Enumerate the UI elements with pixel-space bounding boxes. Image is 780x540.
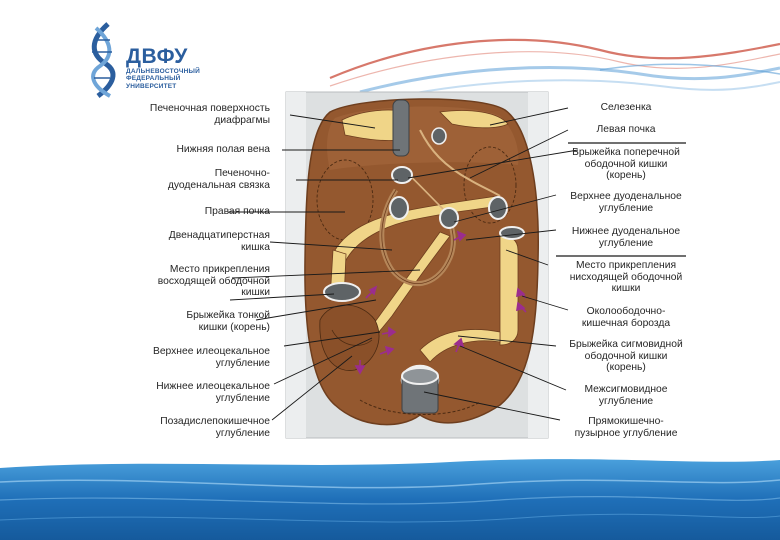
label-line: Верхнее дуоденальное bbox=[570, 191, 682, 202]
label-superior-ileocecal-recess: Верхнее илеоцекальное углубление bbox=[130, 346, 270, 369]
label-line: Межсигмовидное bbox=[584, 384, 668, 395]
label-line: Брыжейка тонкой bbox=[186, 310, 270, 321]
sigmoid-mesocolon-root bbox=[419, 329, 501, 363]
label-line: Левая почка bbox=[596, 124, 656, 135]
label-inferior-vena-cava: Нижняя полая вена bbox=[130, 144, 270, 156]
descending-colon-attachment bbox=[497, 235, 519, 346]
logo-title: ДВФУ bbox=[126, 45, 188, 68]
label-paracolic-gutter: Околоободочно- кишечная борозда bbox=[556, 306, 696, 329]
label-retrocecal-recess: Позадислепокишечное углубление bbox=[130, 416, 270, 439]
label-line: Правая почка bbox=[204, 206, 270, 217]
label-line: дуоденальная связка bbox=[167, 179, 270, 191]
label-line: Печеночно- bbox=[214, 168, 270, 179]
label-right-kidney: Правая почка bbox=[130, 206, 270, 218]
label-sigmoid-mesocolon: Брыжейка сигмовидной ободочной кишки (ко… bbox=[556, 339, 696, 374]
label-line: углубление bbox=[215, 392, 270, 404]
label-liver-diaphragm-surface: Печеночная поверхность диафрагмы bbox=[130, 103, 270, 126]
label-line: кишечная борозда bbox=[581, 317, 671, 329]
label-line: углубление bbox=[598, 237, 654, 249]
label-inferior-duodenal-recess: Нижнее дуоденальное углубление bbox=[556, 226, 696, 249]
top-wave-lines bbox=[329, 38, 780, 101]
label-line: нисходящей ободочной bbox=[569, 271, 683, 283]
label-line: Нижнее дуоденальное bbox=[571, 226, 681, 237]
label-transverse-mesocolon: Брыжейка поперечной ободочной кишки (кор… bbox=[556, 147, 696, 182]
label-small-intestine-mesentery: Брыжейка тонкой кишки (корень) bbox=[130, 310, 270, 333]
label-line: Печеночная поверхность bbox=[149, 103, 270, 114]
label-duodenum: Двенадцатиперстная кишка bbox=[130, 230, 270, 253]
label-inferior-ileocecal-recess: Нижнее илеоцекальное углубление bbox=[130, 381, 270, 404]
label-line: ободочной кишки bbox=[584, 350, 668, 362]
leader-lines-left bbox=[228, 114, 421, 421]
logo-subtitle-3: УНИВЕРСИТЕТ bbox=[126, 82, 177, 90]
university-logo: ДВФУ ДАЛЬНЕВОСТОЧНЫЙ ФЕДЕРАЛЬНЫЙ УНИВЕРС… bbox=[126, 46, 200, 90]
label-line: кишки (корень) bbox=[198, 321, 270, 333]
university-logo-mark bbox=[91, 22, 116, 98]
label-line: (корень) bbox=[606, 170, 646, 181]
right-kidney-outline bbox=[316, 159, 374, 241]
label-line: Селезенка bbox=[600, 102, 652, 113]
label-line: Место прикрепления bbox=[575, 260, 677, 271]
leader-lines-right bbox=[407, 107, 579, 421]
label-line: пузырное углубление bbox=[574, 427, 678, 439]
label-line: Верхнее илеоцекальное bbox=[152, 346, 270, 357]
label-line: ободочной кишки bbox=[584, 158, 668, 170]
label-line: кишки bbox=[241, 287, 270, 298]
label-line: углубление bbox=[598, 395, 654, 407]
label-line: восходящей ободочной bbox=[157, 275, 270, 287]
label-intersigmoid-recess: Межсигмовидное углубление bbox=[556, 384, 696, 407]
label-line: Прямокишечно- bbox=[588, 416, 664, 427]
label-line: углубление bbox=[215, 357, 270, 369]
spleen-area bbox=[439, 110, 509, 129]
label-line: Нижняя полая вена bbox=[176, 144, 270, 155]
left-kidney-outline bbox=[463, 146, 517, 224]
label-line: кишка bbox=[241, 241, 270, 253]
label-line: Брыжейка сигмовидной bbox=[569, 339, 683, 350]
label-line: углубление bbox=[598, 202, 654, 214]
label-descending-colon-attachment: Место прикрепления нисходящей ободочной … bbox=[556, 260, 696, 295]
label-line: диафрагмы bbox=[214, 114, 270, 126]
label-line: (корень) bbox=[606, 362, 646, 373]
logo-subtitle-2: ФЕДЕРАЛЬНЫЙ bbox=[126, 75, 181, 83]
recess-arrows bbox=[354, 230, 527, 375]
label-line: Нижнее илеоцекальное bbox=[156, 381, 270, 392]
inferior-vena-cava bbox=[392, 99, 410, 157]
right-label-rules bbox=[556, 142, 686, 257]
label-superior-duodenal-recess: Верхнее дуоденальное углубление bbox=[556, 191, 696, 214]
label-spleen: Селезенка bbox=[556, 102, 696, 114]
logo-subtitle-1: ДАЛЬНЕВОСТОЧНЫЙ bbox=[126, 68, 200, 75]
label-line: Позадислепокишечное bbox=[160, 416, 270, 427]
label-line: Место прикрепления bbox=[169, 264, 270, 275]
label-hepatoduodenal-ligament: Печеночно- дуоденальная связка bbox=[130, 168, 270, 191]
label-rectovesical-pouch: Прямокишечно- пузырное углубление bbox=[556, 416, 696, 439]
label-line: кишки bbox=[611, 283, 641, 294]
bottom-wave-band bbox=[0, 459, 780, 540]
label-line: Двенадцатиперстная bbox=[168, 230, 270, 241]
label-line: углубление bbox=[215, 427, 270, 439]
label-ascending-colon-attachment: Место прикрепления восходящей ободочной … bbox=[130, 264, 270, 299]
label-left-kidney: Левая почка bbox=[556, 124, 696, 136]
label-line: Брыжейка поперечной bbox=[572, 147, 680, 158]
label-line: Околоободочно- bbox=[586, 306, 666, 317]
